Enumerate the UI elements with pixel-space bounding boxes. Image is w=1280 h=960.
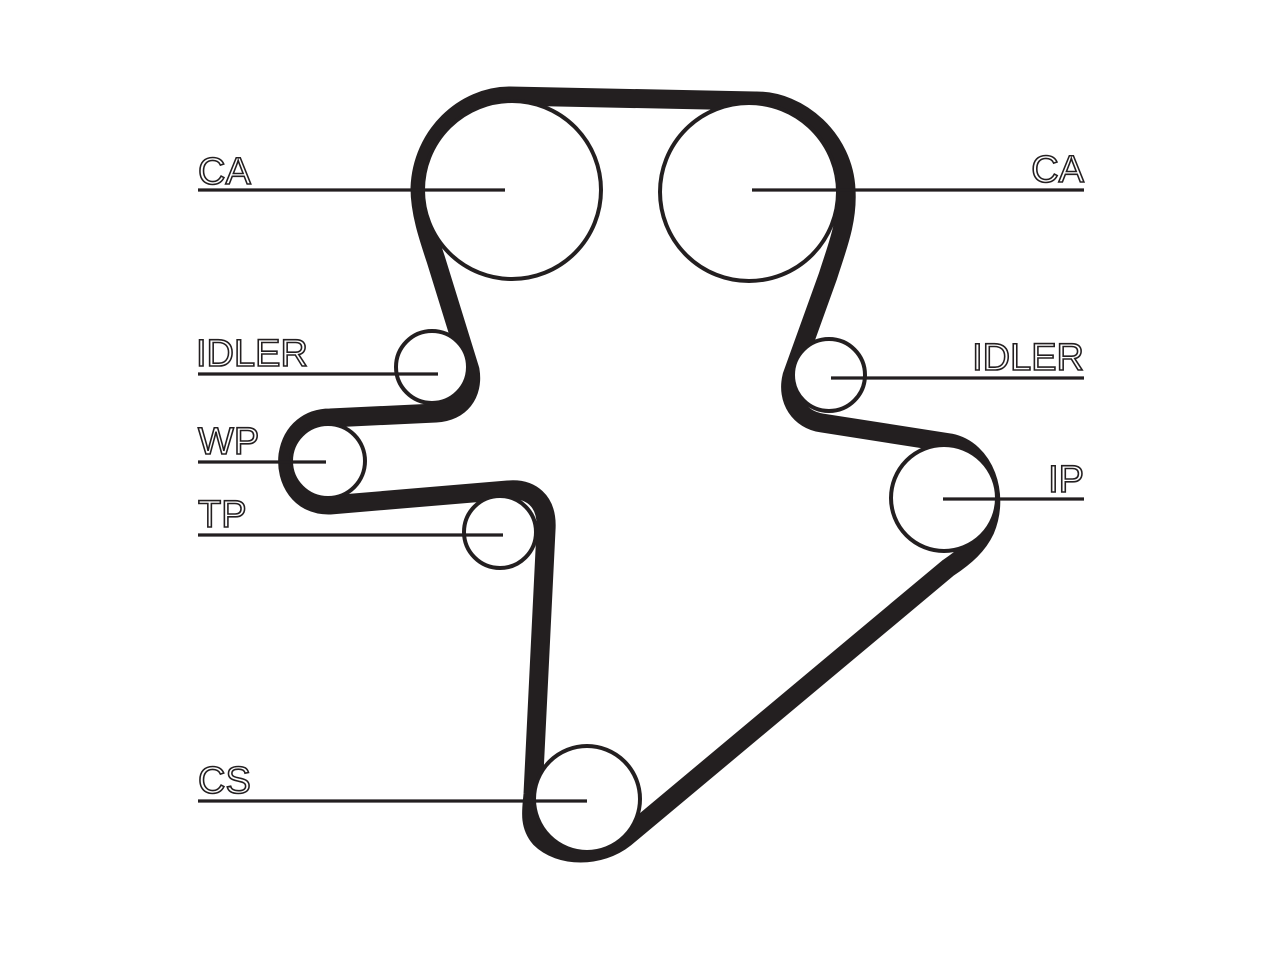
label-cs: CS (198, 760, 251, 802)
label-ca-right: CA (1031, 149, 1084, 191)
camshaft-pulley-right (658, 101, 840, 283)
crankshaft-pulley (532, 744, 642, 854)
label-wp: WP (198, 421, 259, 463)
label-ca-left: CA (198, 151, 251, 193)
label-tp: TP (198, 494, 247, 536)
tensioner-pulley (462, 494, 538, 570)
label-ip: IP (1048, 459, 1084, 501)
label-idler-right: IDLER (972, 337, 1084, 379)
idler-pulley-left (394, 329, 470, 405)
idler-pulley-right (791, 337, 867, 413)
label-idler-left: IDLER (196, 333, 308, 375)
timing-belt (278, 86, 1001, 863)
